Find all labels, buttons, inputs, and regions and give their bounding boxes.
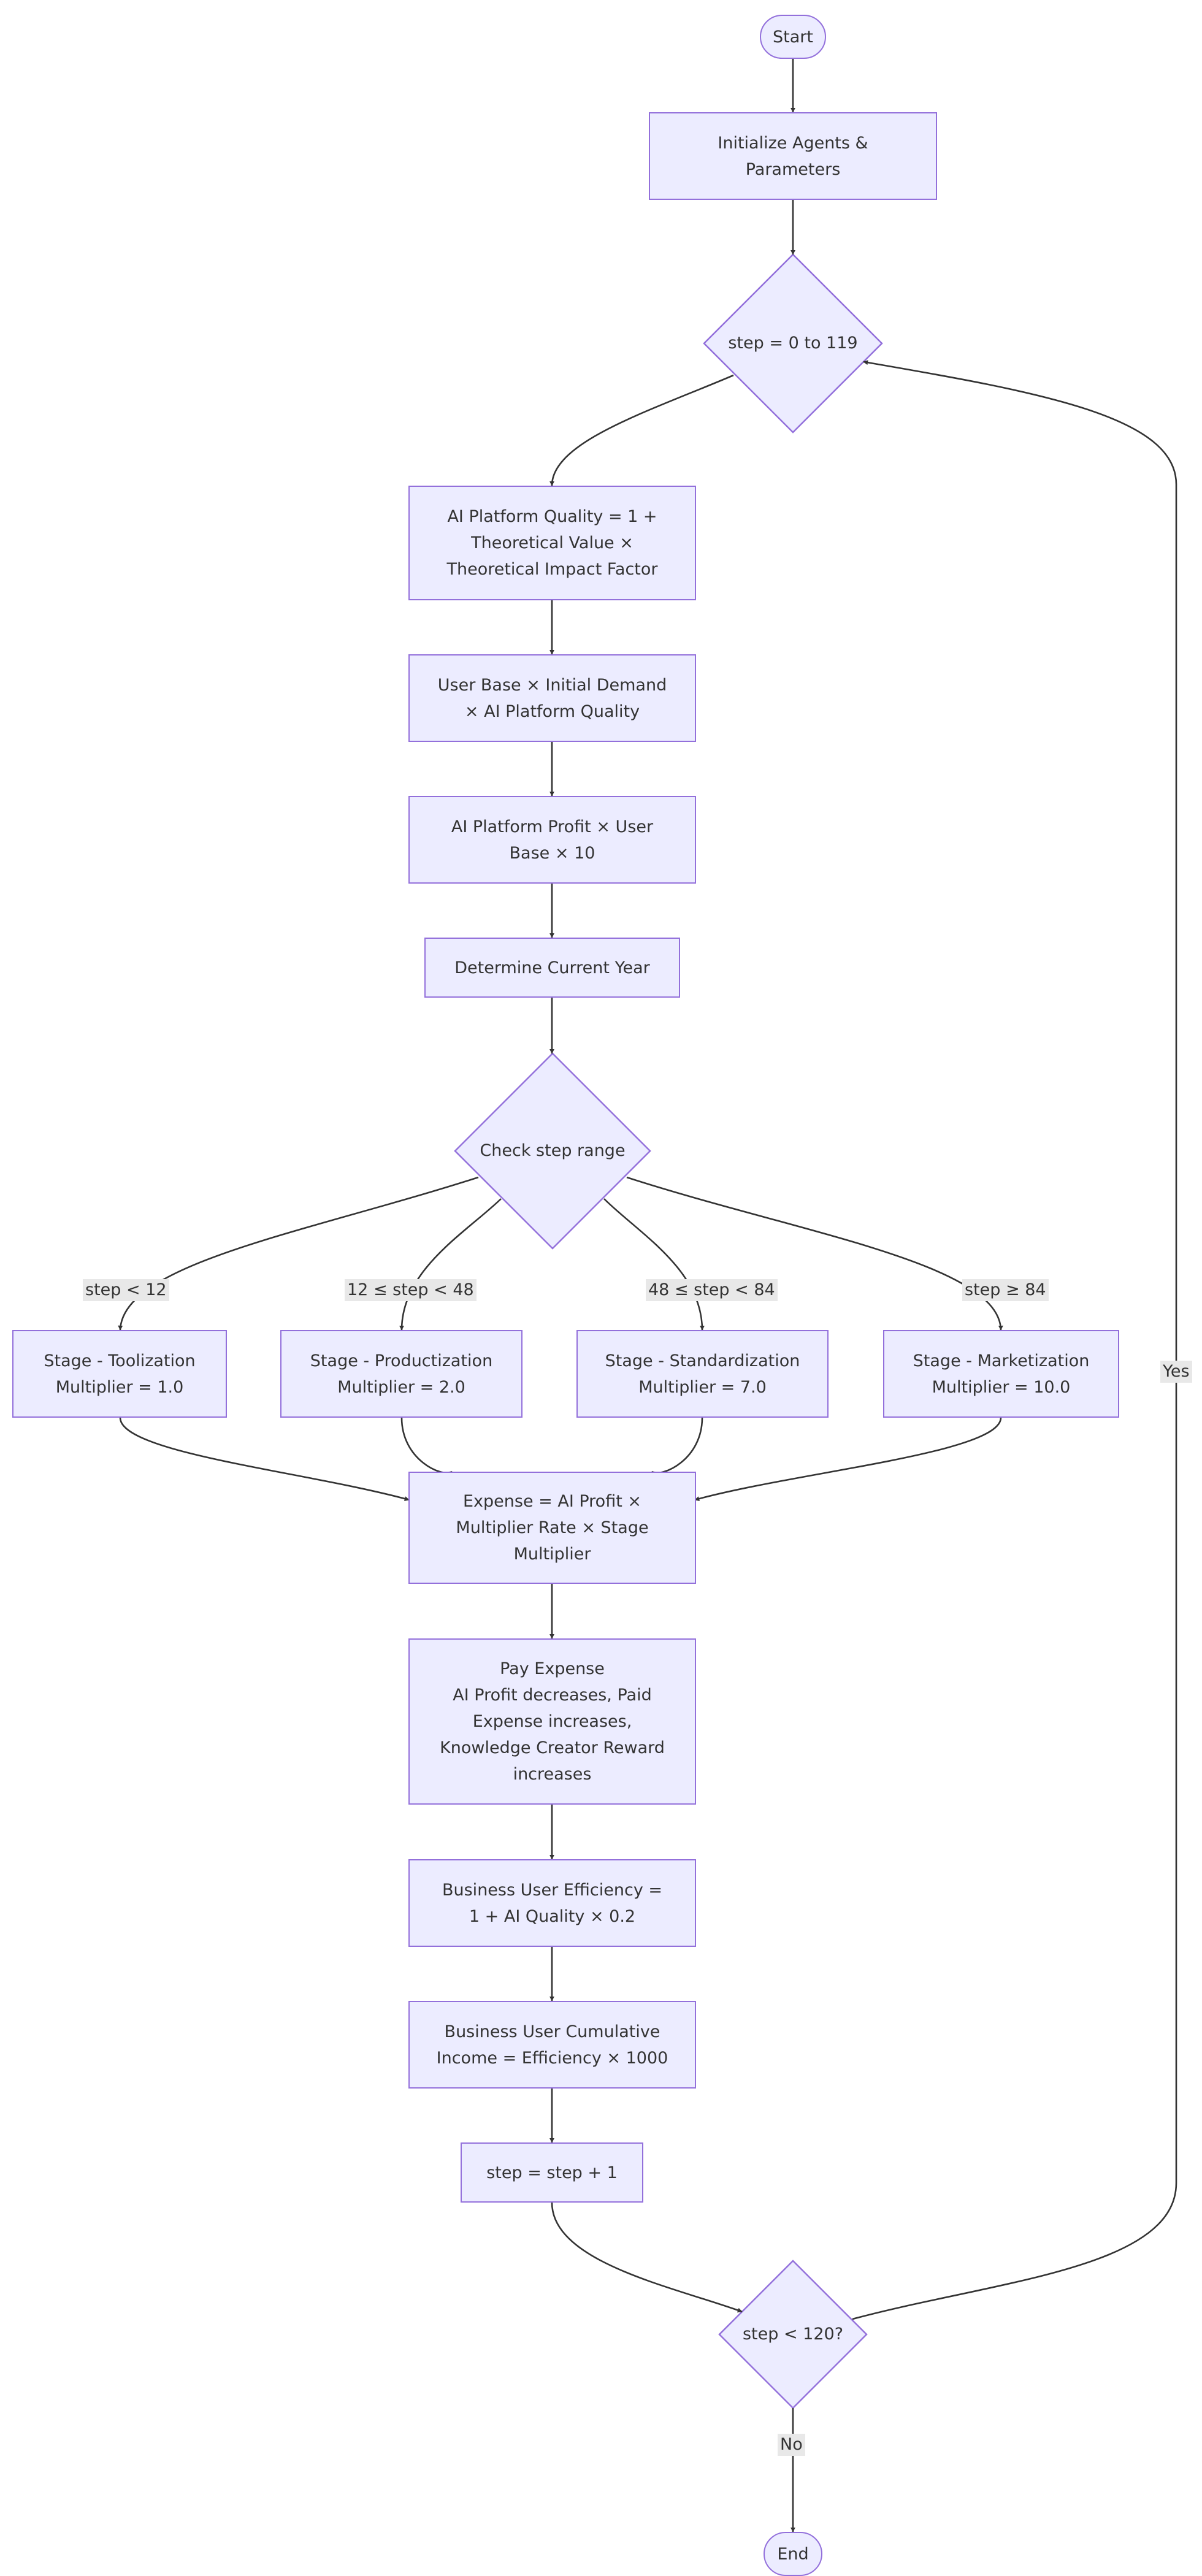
- end-label: End: [777, 2544, 809, 2564]
- year-label: Determine Current Year: [454, 958, 650, 977]
- increment-node: step = step + 1: [461, 2142, 643, 2203]
- check-diamond: [454, 1052, 651, 1250]
- edge-stage4-expense: [694, 1417, 1002, 1501]
- end-node: End: [764, 2532, 822, 2576]
- userbase-label: User Base × Initial Demand × AI Platform…: [437, 675, 667, 721]
- expense-label: Expense = AI Profit × Multiplier Rate × …: [456, 1492, 649, 1564]
- stage1-node: Stage - Toolization Multiplier = 1.0: [12, 1330, 227, 1418]
- stage3-node: Stage - Standardization Multiplier = 7.0: [576, 1330, 829, 1418]
- check-label: Check step range: [480, 1141, 626, 1160]
- init-node: Initialize Agents & Parameters: [649, 112, 937, 200]
- stage2-label: Stage - Productization Multiplier = 2.0: [310, 1351, 493, 1397]
- income-label: Business User Cumulative Income = Effici…: [436, 2022, 668, 2068]
- stage2-node: Stage - Productization Multiplier = 2.0: [280, 1330, 523, 1418]
- edge-label-stage2: 12 ≤ step < 48: [345, 1279, 477, 1301]
- stage1-label: Stage - Toolization Multiplier = 1.0: [44, 1351, 196, 1397]
- userbase-node: User Base × Initial Demand × AI Platform…: [408, 654, 696, 742]
- year-node: Determine Current Year: [424, 938, 680, 998]
- profit-label: AI Platform Profit × User Base × 10: [451, 817, 654, 863]
- cond-label: step < 120?: [742, 2325, 844, 2344]
- edge-check-stage1: [118, 1176, 479, 1331]
- init-label: Initialize Agents & Parameters: [718, 133, 868, 179]
- edge-check-stage4: [626, 1176, 1003, 1331]
- increment-label: step = step + 1: [486, 2163, 618, 2182]
- start-label: Start: [773, 27, 813, 47]
- start-node: Start: [760, 15, 826, 59]
- stage4-node: Stage - Marketization Multiplier = 10.0: [883, 1330, 1119, 1418]
- edge-increment-cond: [551, 2202, 743, 2313]
- edge-stage2-expense: [400, 1417, 453, 1477]
- edge-stage3-expense: [651, 1417, 703, 1477]
- efficiency-label: Business User Efficiency = 1 + AI Qualit…: [442, 1880, 663, 1926]
- expense-node: Expense = AI Profit × Multiplier Rate × …: [408, 1472, 696, 1584]
- income-node: Business User Cumulative Income = Effici…: [408, 2001, 696, 2089]
- edge-label-stage4: step ≥ 84: [962, 1279, 1049, 1301]
- stage4-label: Stage - Marketization Multiplier = 10.0: [913, 1351, 1090, 1397]
- edge-check-stage3: [603, 1198, 705, 1331]
- edge-label-stage3: 48 ≤ step < 84: [646, 1279, 778, 1301]
- edge-label-stage1: step < 12: [83, 1279, 169, 1301]
- edge-loop-quality: [549, 374, 734, 486]
- quality-node: AI Platform Quality = 1 + Theoretical Va…: [408, 486, 696, 600]
- loop-label: step = 0 to 119: [728, 334, 858, 353]
- loop-diamond: [703, 253, 883, 434]
- edge-label-yes: Yes: [1160, 1361, 1192, 1383]
- efficiency-node: Business User Efficiency = 1 + AI Qualit…: [408, 1859, 696, 1947]
- profit-node: AI Platform Profit × User Base × 10: [408, 796, 696, 884]
- quality-label: AI Platform Quality = 1 + Theoretical Va…: [446, 507, 658, 579]
- pay-node: Pay Expense AI Profit decreases, Paid Ex…: [408, 1638, 696, 1805]
- edge-cond-loop-yes: [852, 360, 1177, 2320]
- stage3-label: Stage - Standardization Multiplier = 7.0: [605, 1351, 800, 1397]
- edge-check-stage2: [399, 1198, 502, 1331]
- edge-label-no: No: [778, 2434, 805, 2456]
- pay-label: Pay Expense AI Profit decreases, Paid Ex…: [440, 1659, 665, 1784]
- edge-stage1-expense: [119, 1417, 410, 1501]
